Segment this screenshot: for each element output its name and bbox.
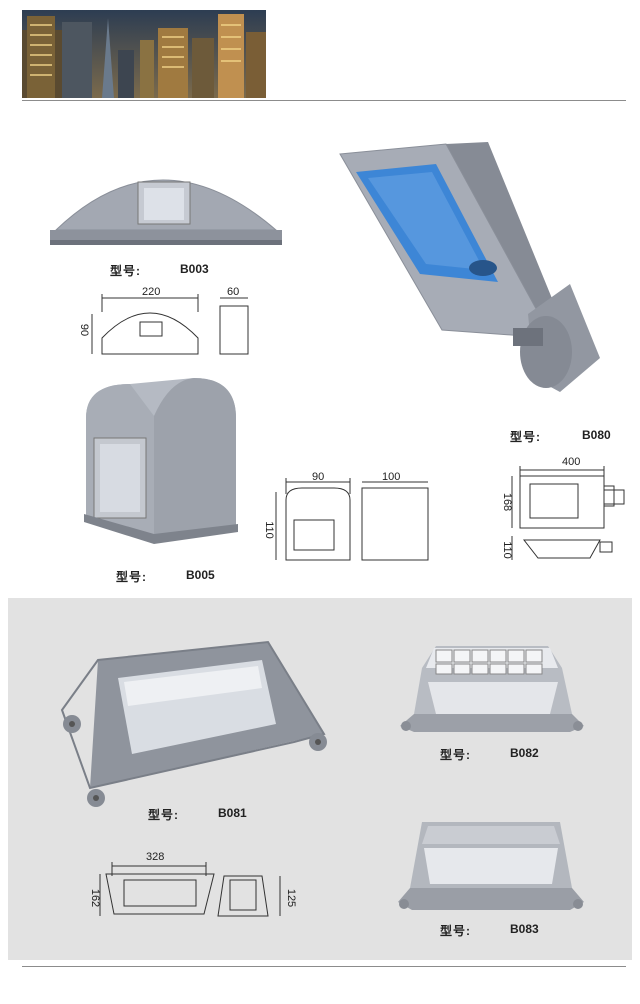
dimension-drawing-b003 <box>91 294 249 355</box>
model-number-b005: B005 <box>186 568 215 582</box>
dim-height-b003: 90 <box>78 323 91 337</box>
footer-rule <box>22 966 626 967</box>
product-photo-b003 <box>50 179 282 245</box>
dim-width-b003: 220 <box>142 286 161 298</box>
header-city-image <box>22 10 266 98</box>
product-photo-b005 <box>84 378 238 544</box>
model-number-b080: B080 <box>582 428 611 442</box>
header-rule <box>22 100 626 101</box>
model-prefix-b003: 型号: <box>110 264 141 278</box>
dim-height-b081: 162 <box>89 888 102 908</box>
dim-depth-b003: 60 <box>227 286 240 298</box>
product-photo-b082 <box>400 646 584 732</box>
dim-width-b005: 90 <box>312 471 325 483</box>
product-photo-b080 <box>339 142 600 392</box>
dim-height-b080: 168 <box>501 492 514 512</box>
dimension-drawing-b080 <box>511 466 625 560</box>
model-prefix-b081: 型号: <box>148 808 179 822</box>
product-photo-b083 <box>398 822 584 910</box>
dim-depth-b081: 125 <box>285 888 298 908</box>
dim-depth-b005: 100 <box>382 471 401 483</box>
model-prefix-b080: 型号: <box>510 430 541 444</box>
model-prefix-b083: 型号: <box>440 924 471 938</box>
dim-width-b081: 328 <box>146 851 165 863</box>
model-prefix-b005: 型号: <box>116 570 147 584</box>
dimension-drawing-b005 <box>275 478 429 561</box>
dim-width-b080: 400 <box>562 456 581 468</box>
model-number-b003: B003 <box>180 262 209 276</box>
model-number-b082: B082 <box>510 746 539 760</box>
model-number-b083: B083 <box>510 922 539 936</box>
product-photo-b081 <box>60 640 327 807</box>
dim-depth-b080: 110 <box>500 541 513 559</box>
model-number-b081: B081 <box>218 806 247 820</box>
dimension-drawing-b081 <box>99 862 281 917</box>
dim-height-b005: 110 <box>262 521 275 539</box>
model-prefix-b082: 型号: <box>440 748 471 762</box>
